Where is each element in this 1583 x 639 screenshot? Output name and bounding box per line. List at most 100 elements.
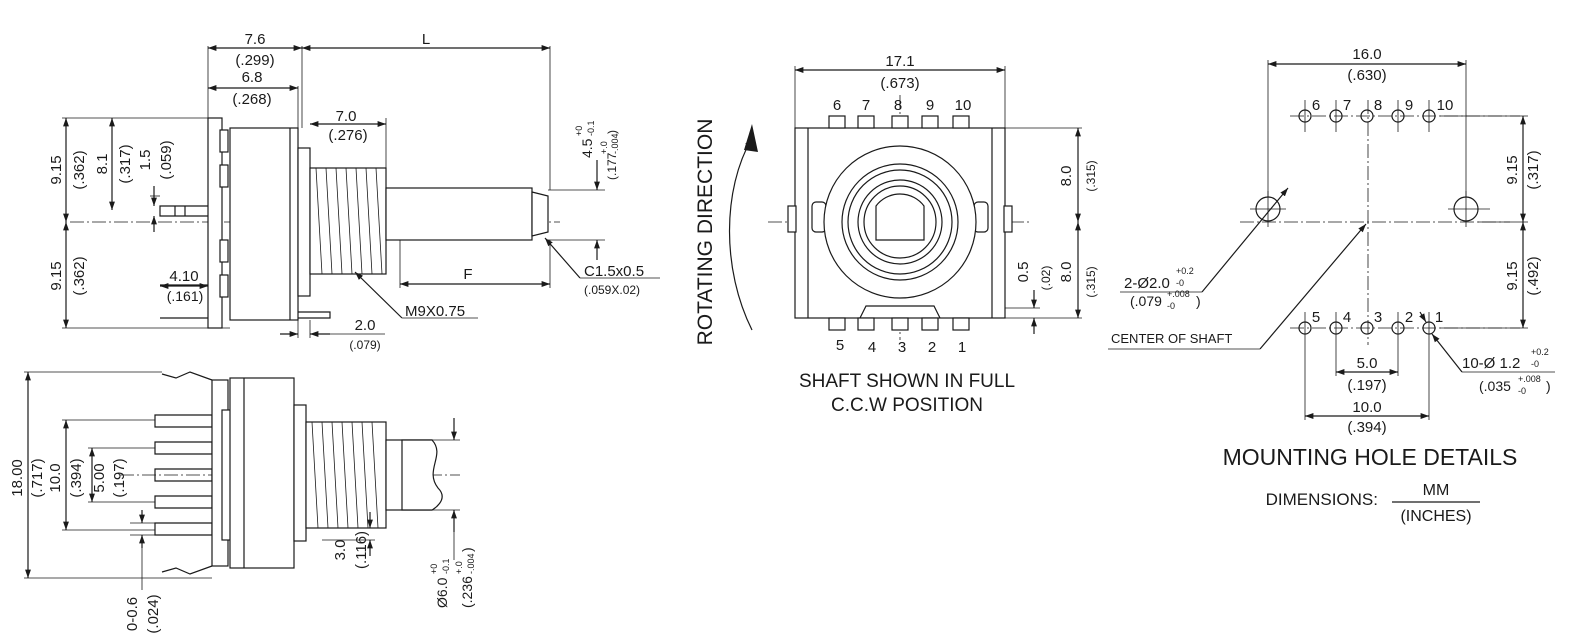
mount-bottom-holes bbox=[1298, 312, 1436, 420]
side-view: 7.6 (.299) L 6.8 (.268) 7.0 (.276) 9.15 … bbox=[48, 31, 660, 352]
side-shaft-flat-tolerance-inch: (.177 +.0 -.004 ) bbox=[599, 130, 620, 180]
mount-dim-9-15-top-inch: (.317) bbox=[1525, 150, 1542, 189]
svg-text:-0: -0 bbox=[1518, 386, 1526, 396]
mount-pin-2: 2 bbox=[1405, 309, 1413, 326]
side-dim-8-1-inch: (.317) bbox=[117, 144, 134, 183]
bottom-shaft-diameter: Ø6.0 +0 -0.1 bbox=[429, 558, 451, 608]
front-pin-8: 8 bbox=[894, 97, 902, 114]
side-dim-4-10: 4.10 bbox=[169, 268, 198, 285]
svg-text:+.0: +.0 bbox=[599, 141, 609, 154]
bottom-dim-18-inch: (.717) bbox=[29, 458, 46, 497]
side-dim-4-10-inch: (.161) bbox=[167, 288, 204, 304]
svg-text:): ) bbox=[459, 547, 475, 552]
bottom-dim-10: 10.0 bbox=[47, 463, 64, 492]
front-dim-0-5-inch: (.02) bbox=[1039, 266, 1053, 291]
mount-dim-9-15-bottom-inch: (.492) bbox=[1525, 256, 1542, 295]
svg-text:+0.2: +0.2 bbox=[1531, 347, 1549, 357]
front-top-pins bbox=[828, 115, 970, 129]
side-dim-7-0: 7.0 bbox=[336, 108, 357, 125]
svg-text:): ) bbox=[1546, 378, 1551, 394]
side-dim-2-0-inch: (.079) bbox=[349, 338, 380, 352]
svg-text:Ø6.0: Ø6.0 bbox=[434, 577, 450, 608]
svg-text:(.177: (.177 bbox=[605, 152, 619, 180]
rotating-direction-label: ROTATING DIRECTION bbox=[694, 119, 717, 346]
mount-dim-10-inch: (.394) bbox=[1347, 419, 1386, 436]
mount-dim-5: 5.0 bbox=[1357, 355, 1378, 372]
mount-dim-16: 16.0 bbox=[1352, 46, 1381, 63]
front-pin-3: 3 bbox=[898, 339, 906, 356]
side-dim-9-15-bottom: 9.15 bbox=[48, 261, 65, 290]
rotation-arrow-icon bbox=[744, 124, 758, 152]
mount-pin-3: 3 bbox=[1374, 309, 1382, 326]
bottom-dim-3-inch: (.116) bbox=[353, 531, 370, 569]
bottom-view: 18.00 (.717) 10.0 (.394) 5.00 (.197) 0-0… bbox=[9, 371, 476, 634]
side-dim-L: L bbox=[422, 31, 430, 48]
side-dim-8-1: 8.1 bbox=[94, 154, 111, 175]
mount-large-hole-callout-inch: (.079 +.008 -0 ) bbox=[1130, 289, 1201, 311]
units-inches: (INCHES) bbox=[1400, 508, 1471, 525]
front-dim-8-0-top: 8.0 bbox=[1058, 166, 1075, 187]
side-dim-7-6: 7.6 bbox=[245, 31, 266, 48]
side-dim-7-6-inch: (.299) bbox=[235, 52, 274, 69]
mount-dim-16-inch: (.630) bbox=[1347, 67, 1386, 84]
svg-text:2-Ø2.0: 2-Ø2.0 bbox=[1124, 275, 1170, 292]
mount-large-hole-callout: 2-Ø2.0 +0.2 -0 bbox=[1124, 266, 1194, 292]
svg-text:-.004: -.004 bbox=[466, 553, 476, 574]
front-pin-6: 6 bbox=[833, 97, 841, 114]
front-caption-line2: C.C.W POSITION bbox=[831, 395, 983, 416]
front-dim-8-0-top-inch: (.315) bbox=[1084, 160, 1098, 191]
side-chamfer-inch: (.059X.02) bbox=[584, 283, 640, 297]
mount-pin-4: 4 bbox=[1343, 309, 1351, 326]
svg-text:+0: +0 bbox=[574, 126, 584, 136]
side-dim-F: F bbox=[463, 266, 472, 283]
svg-text:+0: +0 bbox=[429, 564, 439, 574]
bottom-dim-10-inch: (.394) bbox=[68, 458, 85, 497]
mount-top-holes bbox=[1298, 100, 1436, 132]
mount-pin-6: 6 bbox=[1312, 97, 1320, 114]
side-dim-9-15-top: 9.15 bbox=[48, 155, 65, 184]
mount-dim-9-15-bottom: 9.15 bbox=[1504, 261, 1521, 290]
front-pin-7: 7 bbox=[862, 97, 870, 114]
svg-text:(.079: (.079 bbox=[1130, 293, 1162, 309]
front-pin-9: 9 bbox=[926, 97, 934, 114]
svg-text:+.0: +.0 bbox=[454, 561, 464, 574]
side-dim-6-8: 6.8 bbox=[242, 69, 263, 86]
mount-pin-1: 1 bbox=[1435, 309, 1443, 326]
bottom-dim-18: 18.00 bbox=[9, 459, 26, 497]
units-label: DIMENSIONS: bbox=[1266, 490, 1378, 509]
side-thread-label: M9X0.75 bbox=[405, 303, 465, 320]
mount-dim-10: 10.0 bbox=[1352, 399, 1381, 416]
front-dim-8-0-bottom: 8.0 bbox=[1058, 262, 1075, 283]
svg-text:4.5: 4.5 bbox=[579, 138, 595, 158]
mount-pin-7: 7 bbox=[1343, 97, 1351, 114]
side-dim-7-0-inch: (.276) bbox=[328, 127, 367, 144]
bottom-dim-0-0-6-inch: (.024) bbox=[145, 594, 162, 633]
mount-pin-10: 10 bbox=[1437, 97, 1454, 114]
front-pin-10: 10 bbox=[955, 97, 972, 114]
thread-hatching bbox=[315, 167, 383, 275]
bottom-dim-0-0-6: 0-0.6 bbox=[124, 597, 141, 631]
front-caption-line1: SHAFT SHOWN IN FULL bbox=[799, 371, 1015, 392]
svg-text:): ) bbox=[1196, 293, 1201, 309]
svg-text:(.236: (.236 bbox=[459, 576, 475, 608]
mount-pin-8: 8 bbox=[1374, 97, 1382, 114]
mount-pin-9: 9 bbox=[1405, 97, 1413, 114]
svg-text:-0.1: -0.1 bbox=[586, 120, 596, 136]
front-pin-1: 1 bbox=[958, 339, 966, 356]
side-dim-2-0: 2.0 bbox=[355, 317, 376, 334]
front-pin-2: 2 bbox=[928, 339, 936, 356]
mount-dim-5-inch: (.197) bbox=[1347, 377, 1386, 394]
mount-center-of-shaft-label: CENTER OF SHAFT bbox=[1111, 331, 1232, 346]
mount-pin-5: 5 bbox=[1312, 309, 1320, 326]
bottom-dim-5-inch: (.197) bbox=[111, 458, 128, 497]
units-mm: MM bbox=[1423, 482, 1450, 499]
mount-small-hole-callout-inch: (.035 +.008 -0 ) bbox=[1479, 374, 1551, 396]
svg-text:-.004: -.004 bbox=[610, 133, 620, 154]
svg-text:10-Ø 1.2: 10-Ø 1.2 bbox=[1462, 355, 1520, 372]
front-dim-0-5: 0.5 bbox=[1015, 262, 1032, 283]
side-dim-1-5-inch: (.059) bbox=[158, 140, 175, 179]
front-dim-17-1-inch: (.673) bbox=[880, 75, 919, 92]
front-pin-5: 5 bbox=[836, 337, 844, 354]
side-dim-6-8-inch: (.268) bbox=[232, 91, 271, 108]
